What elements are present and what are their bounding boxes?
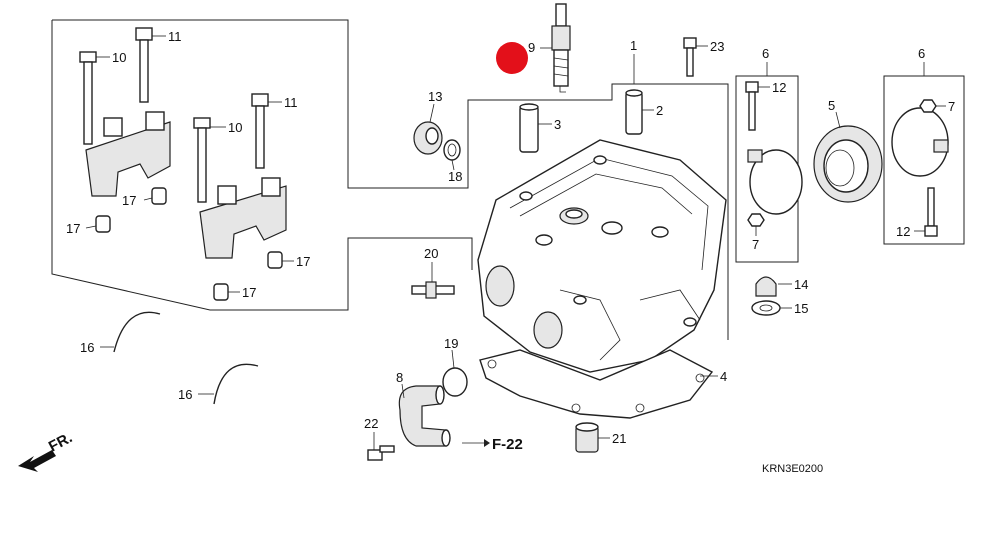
leader-17a <box>143 197 153 201</box>
nut-7-left[interactable] <box>747 213 765 227</box>
label-1: 1 <box>630 38 637 53</box>
label-5: 5 <box>828 98 835 113</box>
label-6-b: 6 <box>918 46 925 61</box>
label-20: 20 <box>424 246 438 261</box>
semicircle-plug-16-a[interactable] <box>113 311 161 353</box>
label-6-a: 6 <box>762 46 769 61</box>
label-7-b: 7 <box>948 99 955 114</box>
label-16-b: 16 <box>178 387 192 402</box>
label-17-c: 17 <box>296 254 310 269</box>
leader-19 <box>451 349 455 369</box>
highlight-marker <box>496 42 528 74</box>
band-clamp-right[interactable] <box>891 107 949 177</box>
label-17-a: 17 <box>122 193 136 208</box>
camshaft-holder-left[interactable] <box>85 111 171 197</box>
label-7-a: 7 <box>752 237 759 252</box>
label-19: 19 <box>444 336 458 351</box>
group-frame-camshaft-holders <box>52 19 729 340</box>
label-18: 18 <box>448 169 462 184</box>
bolt-10-left[interactable] <box>79 51 97 145</box>
dowel-pin-17-c[interactable] <box>267 251 283 269</box>
screw-12-bottom[interactable] <box>924 187 938 237</box>
seal-13[interactable] <box>413 121 443 155</box>
label-17-b: 17 <box>66 221 80 236</box>
label-11-right: 11 <box>284 95 298 110</box>
dowel-pin-17-d[interactable] <box>213 283 229 301</box>
label-11-left: 11 <box>168 29 182 44</box>
semicircle-plug-16-b[interactable] <box>213 363 259 405</box>
leader-8 <box>401 383 405 399</box>
label-23: 23 <box>710 39 724 54</box>
leader-5 <box>835 111 841 129</box>
camshaft-holder-right[interactable] <box>199 177 287 259</box>
o-ring-19[interactable] <box>442 367 468 397</box>
label-10-left: 10 <box>112 50 126 65</box>
leader-13 <box>429 103 435 123</box>
front-direction-arrow: FR. <box>18 429 75 472</box>
label-21: 21 <box>612 431 626 446</box>
ref-label-f22: F-22 <box>492 436 523 453</box>
label-12-a: 12 <box>772 80 786 95</box>
bolt-23[interactable] <box>683 37 697 77</box>
label-15: 15 <box>794 301 808 316</box>
label-9: 9 <box>528 40 535 55</box>
valve-guide-3[interactable] <box>519 103 539 153</box>
cylinder-head-1[interactable] <box>477 139 727 373</box>
screw-12-top[interactable] <box>745 81 759 131</box>
water-joint-8[interactable] <box>398 385 451 447</box>
washer-18[interactable] <box>443 139 461 161</box>
label-14: 14 <box>794 277 808 292</box>
label-8: 8 <box>396 370 403 385</box>
dowel-pin-21[interactable] <box>575 422 599 453</box>
dowel-pin-17-b[interactable] <box>95 215 111 233</box>
diagram-code: KRN3E0200 <box>762 463 823 475</box>
gasket-4[interactable] <box>479 349 714 419</box>
group-frame-lower <box>51 20 473 311</box>
valve-guide-2[interactable] <box>625 89 643 135</box>
label-22: 22 <box>364 416 378 431</box>
bolt-22[interactable] <box>367 445 395 461</box>
leader-18 <box>451 159 455 171</box>
bolt-10-right[interactable] <box>193 117 211 203</box>
nut-7-right[interactable] <box>919 99 937 113</box>
label-2: 2 <box>656 103 663 118</box>
stud-bolt-20[interactable] <box>411 281 455 299</box>
label-16-a: 16 <box>80 340 94 355</box>
spark-plug-9[interactable] <box>551 3 571 93</box>
insulator-5[interactable] <box>813 125 883 203</box>
label-13: 13 <box>428 89 442 104</box>
label-12-b: 12 <box>896 224 910 239</box>
label-3: 3 <box>554 117 561 132</box>
dowel-pin-17-a[interactable] <box>151 187 167 205</box>
cap-nut-14[interactable] <box>755 276 777 297</box>
band-clamp-left[interactable] <box>747 149 803 215</box>
ref-arrow-head <box>484 439 490 447</box>
label-17-d: 17 <box>242 285 256 300</box>
bolt-11-right[interactable] <box>251 93 269 169</box>
bolt-11-left[interactable] <box>135 27 153 103</box>
label-10-right: 10 <box>228 120 242 135</box>
leader-17b <box>85 225 97 229</box>
washer-15[interactable] <box>751 300 781 316</box>
label-4: 4 <box>720 369 727 384</box>
